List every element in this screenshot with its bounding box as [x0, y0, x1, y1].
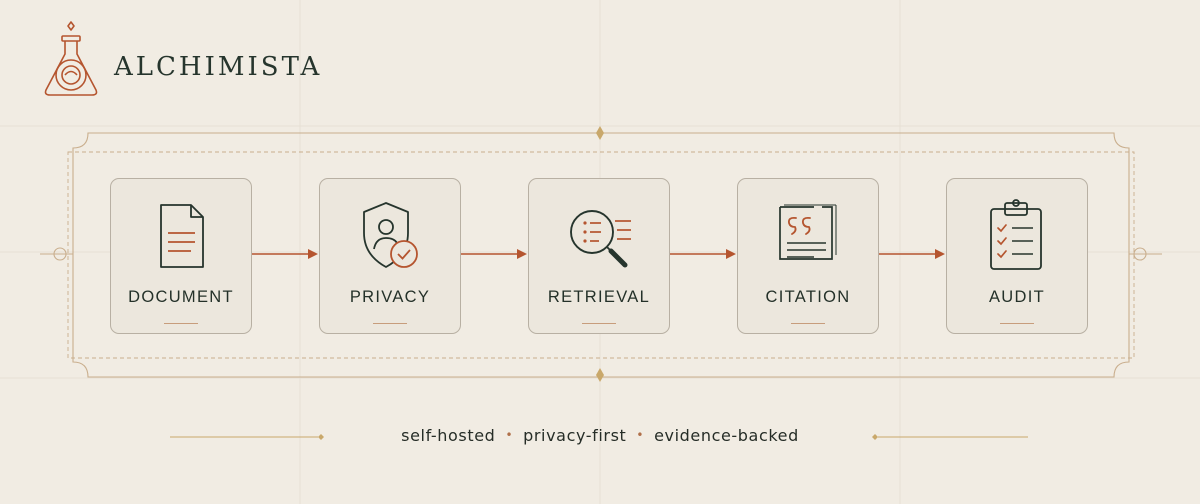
- shield-user-check-icon: [363, 202, 418, 268]
- step-label-audit: AUDIT: [989, 288, 1045, 306]
- tagline-separator: •: [505, 428, 514, 442]
- step-label-privacy: PRIVACY: [349, 288, 431, 306]
- quote-page-icon: [779, 204, 837, 260]
- flask-logo-icon: [44, 21, 98, 96]
- step-citation: CITATION: [737, 178, 879, 334]
- step-label-citation: CITATION: [765, 288, 851, 306]
- tagline-item: privacy-first: [523, 426, 627, 445]
- step-label-retrieval: RETRIEVAL: [547, 288, 651, 306]
- document-icon: [160, 204, 204, 268]
- step-underline: [582, 323, 616, 325]
- step-underline: [164, 323, 198, 325]
- step-underline: [791, 323, 825, 325]
- bottom-diamond-icon: [596, 368, 604, 382]
- step-underline: [373, 323, 407, 325]
- clipboard-checklist-icon: [990, 199, 1042, 270]
- top-diamond-icon: [596, 126, 604, 140]
- tagline-item: self-hosted: [401, 426, 496, 445]
- step-audit: AUDIT: [946, 178, 1088, 334]
- magnifier-list-icon: [570, 210, 631, 268]
- tagline: self-hosted • privacy-first • evidence-backe…: [0, 426, 1200, 445]
- tagline-separator: •: [636, 428, 645, 442]
- step-document: DOCUMENT: [110, 178, 252, 334]
- tagline-item: evidence-backed: [654, 426, 799, 445]
- step-retrieval: RETRIEVAL: [528, 178, 670, 334]
- step-privacy: PRIVACY: [319, 178, 461, 334]
- step-label-document: DOCUMENT: [128, 288, 234, 306]
- step-underline: [1000, 323, 1034, 325]
- brand-name: ALCHIMISTA: [114, 52, 323, 82]
